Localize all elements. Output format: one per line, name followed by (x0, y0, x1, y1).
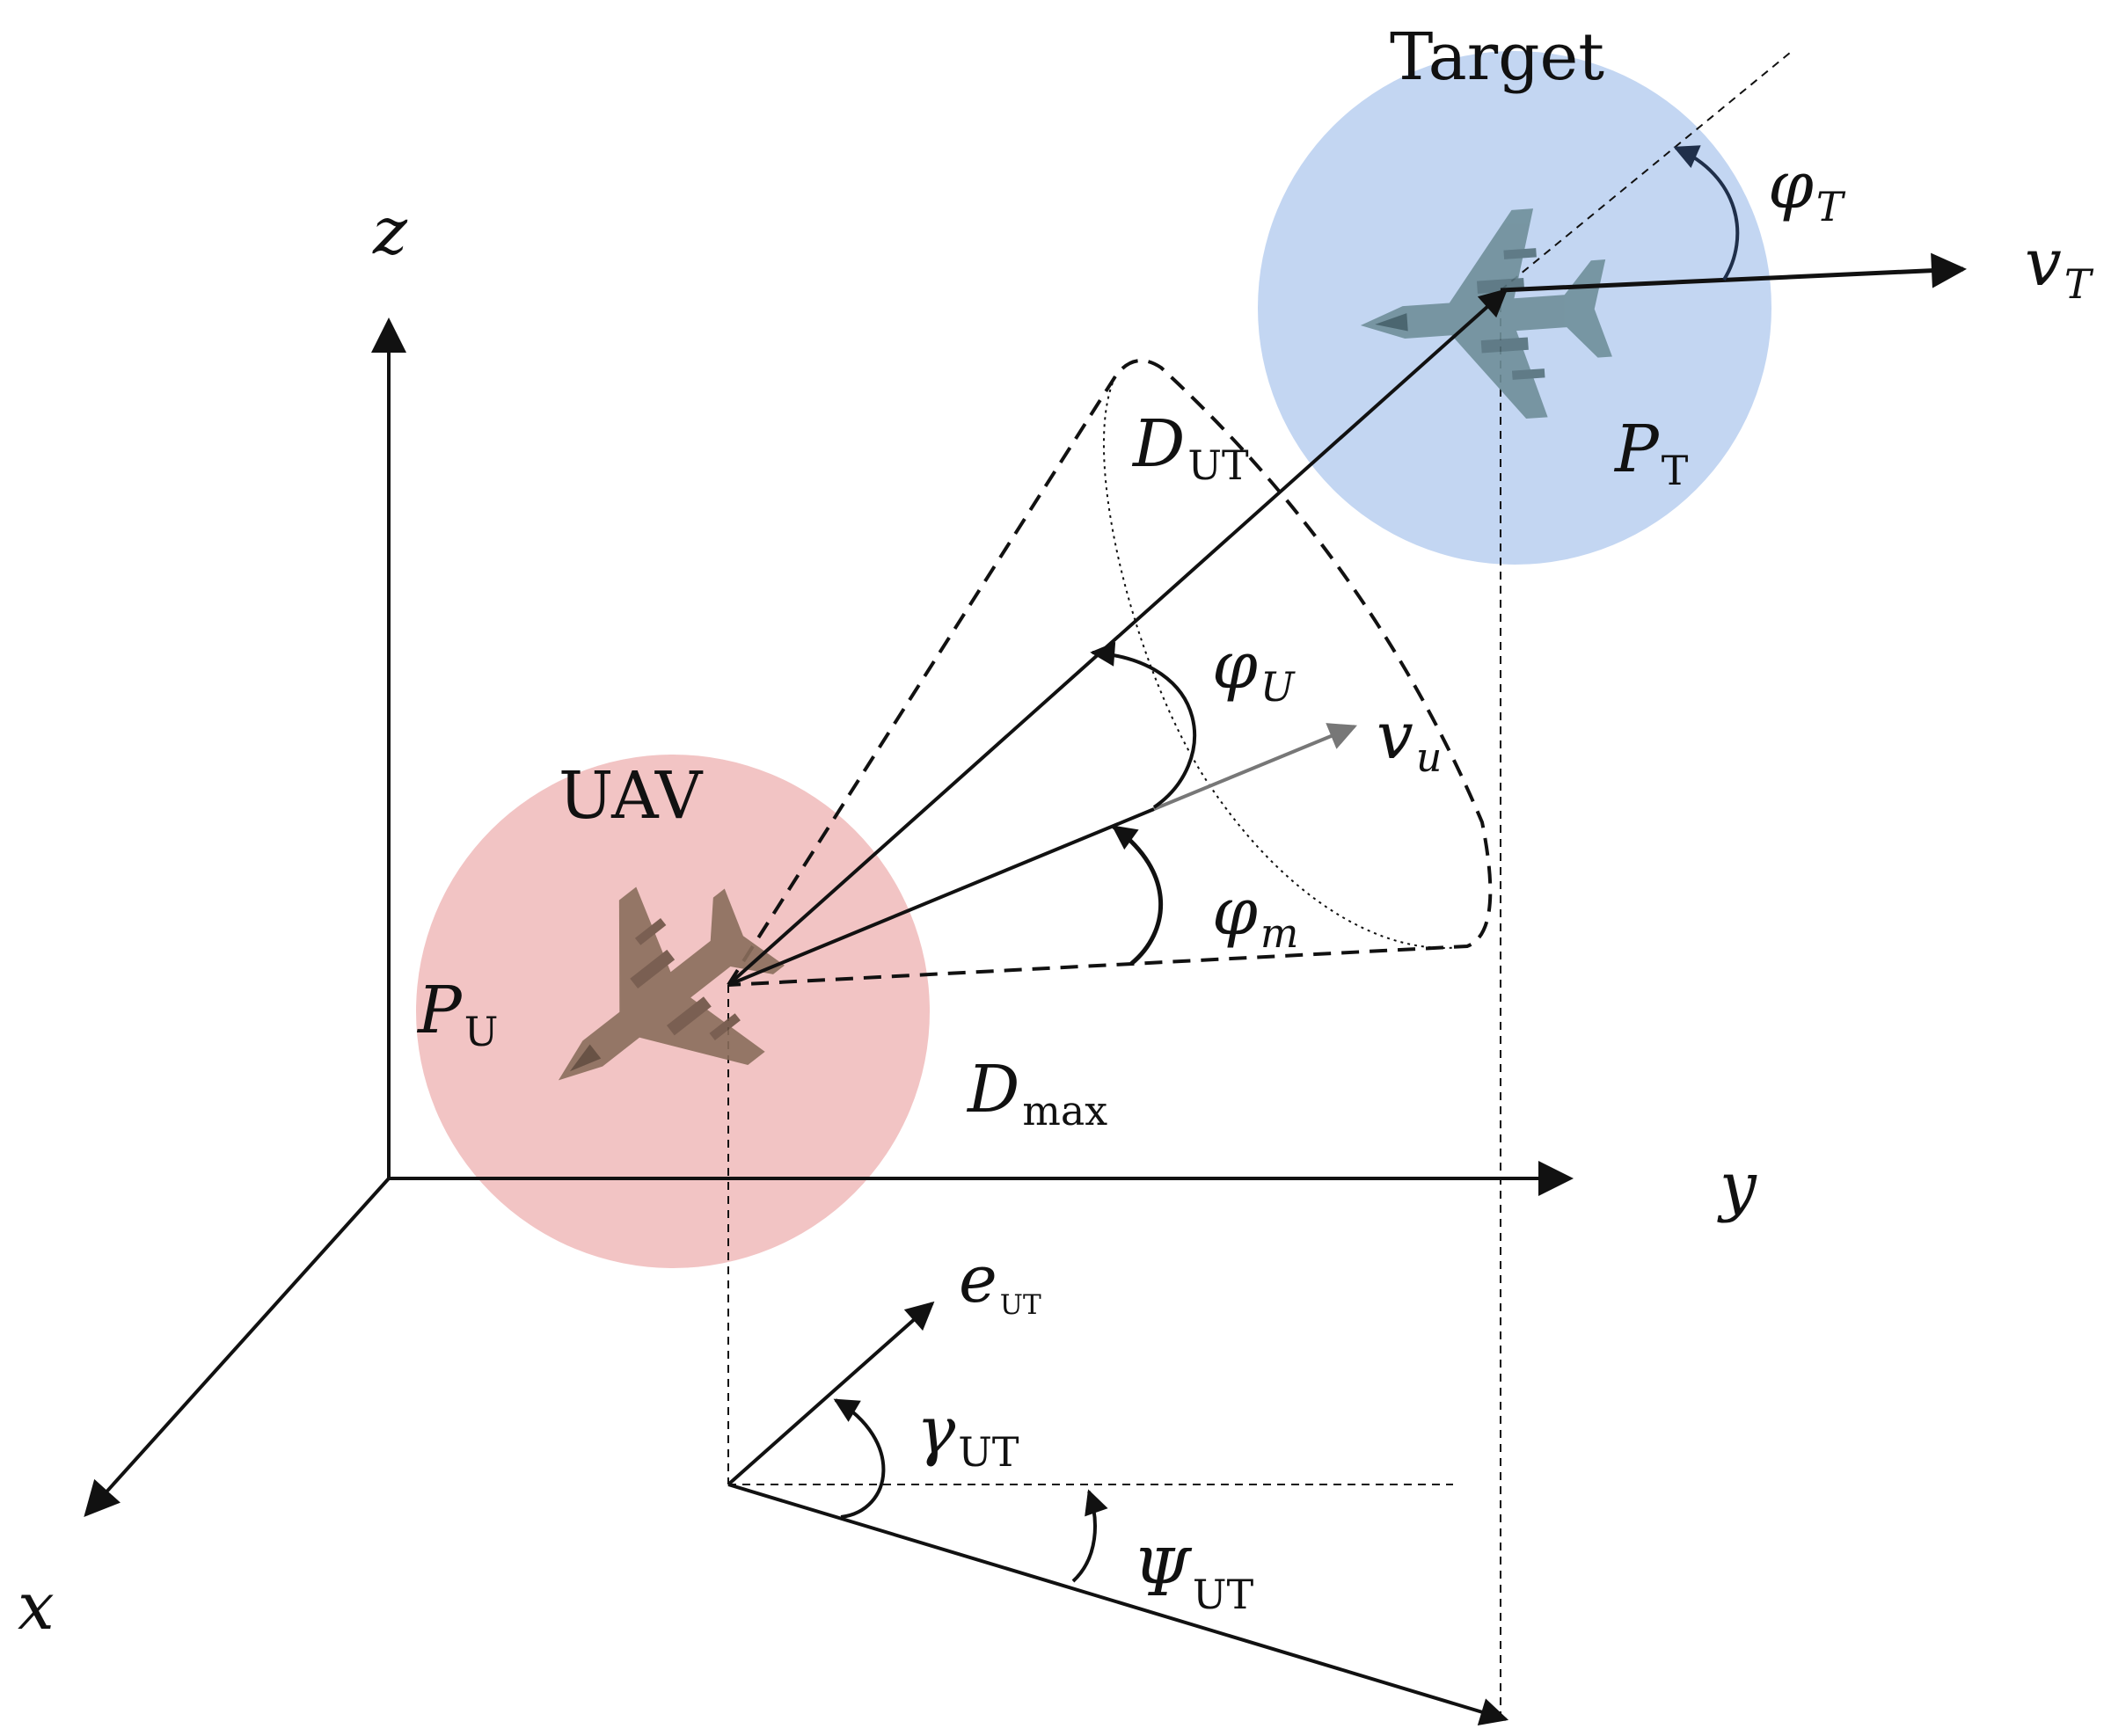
detection-cone-rim (1102, 376, 1468, 949)
uav-label: UAV (559, 758, 703, 834)
phi-u-label: φU (1212, 628, 1295, 711)
uav-position-label: PU (418, 973, 499, 1055)
psi-ut-arc (1071, 1489, 1108, 1583)
horizontal-projection-vector (727, 1483, 1509, 1725)
target-label: Target (1390, 19, 1605, 95)
phi-u-arc (1090, 641, 1197, 809)
target-position-label: PT (1615, 412, 1689, 494)
psi-ut-label: ΨUT (1133, 1535, 1254, 1618)
uav-velocity-label: vu (1377, 698, 1443, 781)
detection-cone-outline (727, 359, 1493, 987)
phi-t-label: φT (1768, 148, 1844, 230)
gamma-ut-label: γUT (917, 1393, 1019, 1476)
gamma-ut-arc (833, 1398, 886, 1519)
target-velocity-label: vT (2025, 225, 2092, 308)
uav-velocity-vector-dark (727, 807, 1155, 987)
uav-aircraft (558, 886, 785, 1081)
line-of-sight-vector (727, 288, 1508, 987)
phi-m-arc (1111, 824, 1164, 966)
phi-m-label: φm (1212, 874, 1299, 957)
target-velocity-vector (1500, 252, 1967, 293)
y-axis-label: y (1720, 1149, 1757, 1224)
x-axis-label: x (18, 1569, 55, 1645)
ut-unit-vector (727, 1301, 935, 1486)
uav-velocity-vector (1153, 723, 1357, 811)
d-ut-label: DUT (1133, 406, 1249, 489)
phi-t-arc (1673, 145, 1740, 281)
x-axis-line (84, 1177, 391, 1517)
e-ut-label: eUT (959, 1242, 1041, 1321)
z-axis-label: z (373, 193, 407, 269)
d-max-label: Dmax (968, 1052, 1108, 1134)
target-heading-reference-line (1500, 52, 1791, 291)
